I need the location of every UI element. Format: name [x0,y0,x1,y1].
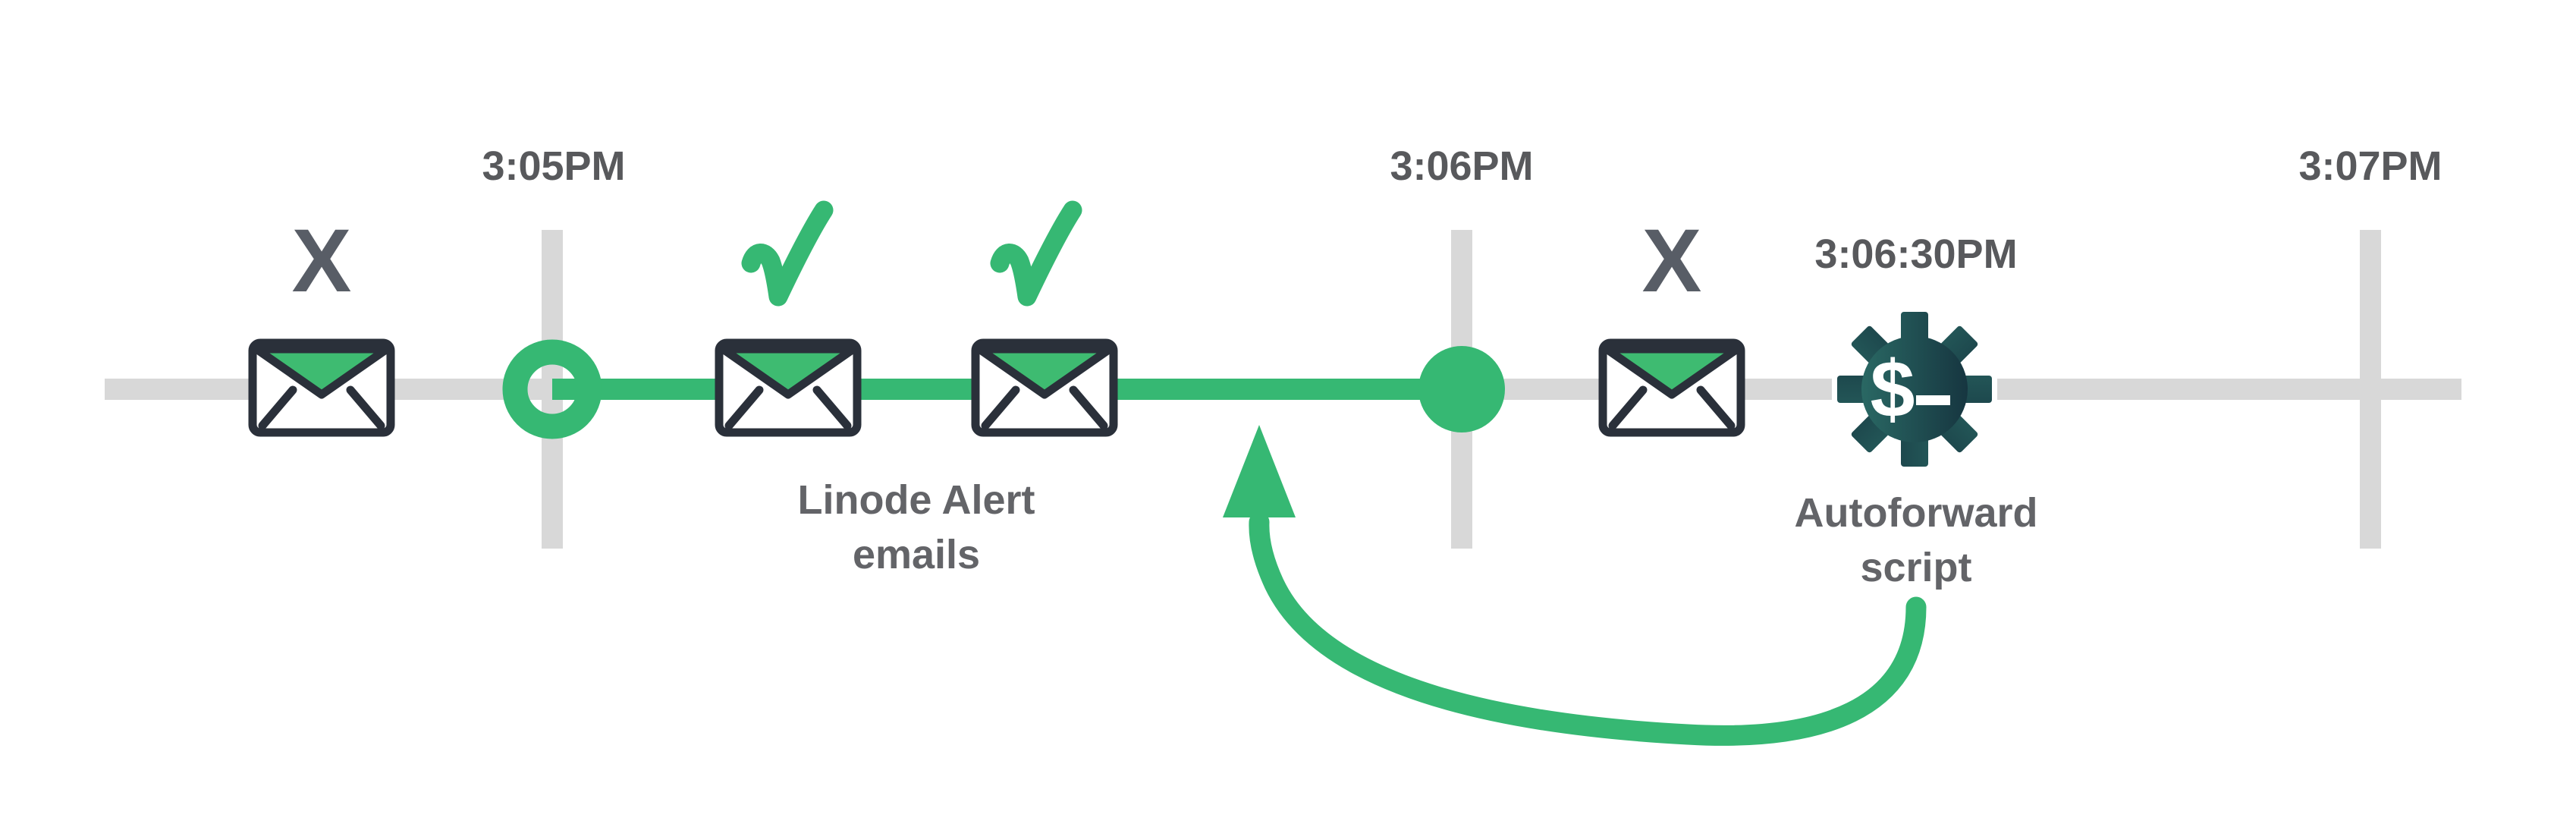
x-mark-2: X [1642,211,1702,311]
caption-autoforward-script: Autoforward script [1795,490,2038,590]
segment-end-dot [1418,346,1505,432]
caption-linode-alert-emails: Linode Alert emails [797,477,1035,577]
loop-arrow-icon [1223,425,1927,746]
caption-autoforward-line1: Autoforward [1795,490,2038,536]
envelope-icon-delivered-2 [975,343,1114,432]
time-label-3-05pm: 3:05PM [482,143,625,189]
tick-3-07pm [2360,230,2381,549]
time-label-3-07pm: 3:07PM [2298,143,2442,189]
envelope-icon-blocked-2 [1603,343,1741,432]
prompt-underscore [1916,395,1950,405]
dollar-prompt-glyph: $ [1871,344,1915,434]
x-mark-1: X [292,211,352,311]
segment-start-ring [502,339,602,439]
envelope-icon-blocked-1 [253,343,391,432]
loop-arrow-head [1223,425,1296,517]
envelope-icon-delivered-1 [719,343,857,432]
loop-arrow-curve [1249,511,1927,746]
checkmark-icon-2 [1000,210,1073,297]
gear-terminal-icon: $ [1837,312,1992,467]
caption-autoforward-line2: script [1860,545,1971,590]
caption-linode-alert-line2: emails [853,532,980,577]
checkmark-icon-1 [751,210,824,297]
time-label-3-06-30pm: 3:06:30PM [1814,231,2017,277]
caption-linode-alert-line1: Linode Alert [797,477,1035,523]
time-label-3-06pm: 3:06PM [1390,143,1533,189]
